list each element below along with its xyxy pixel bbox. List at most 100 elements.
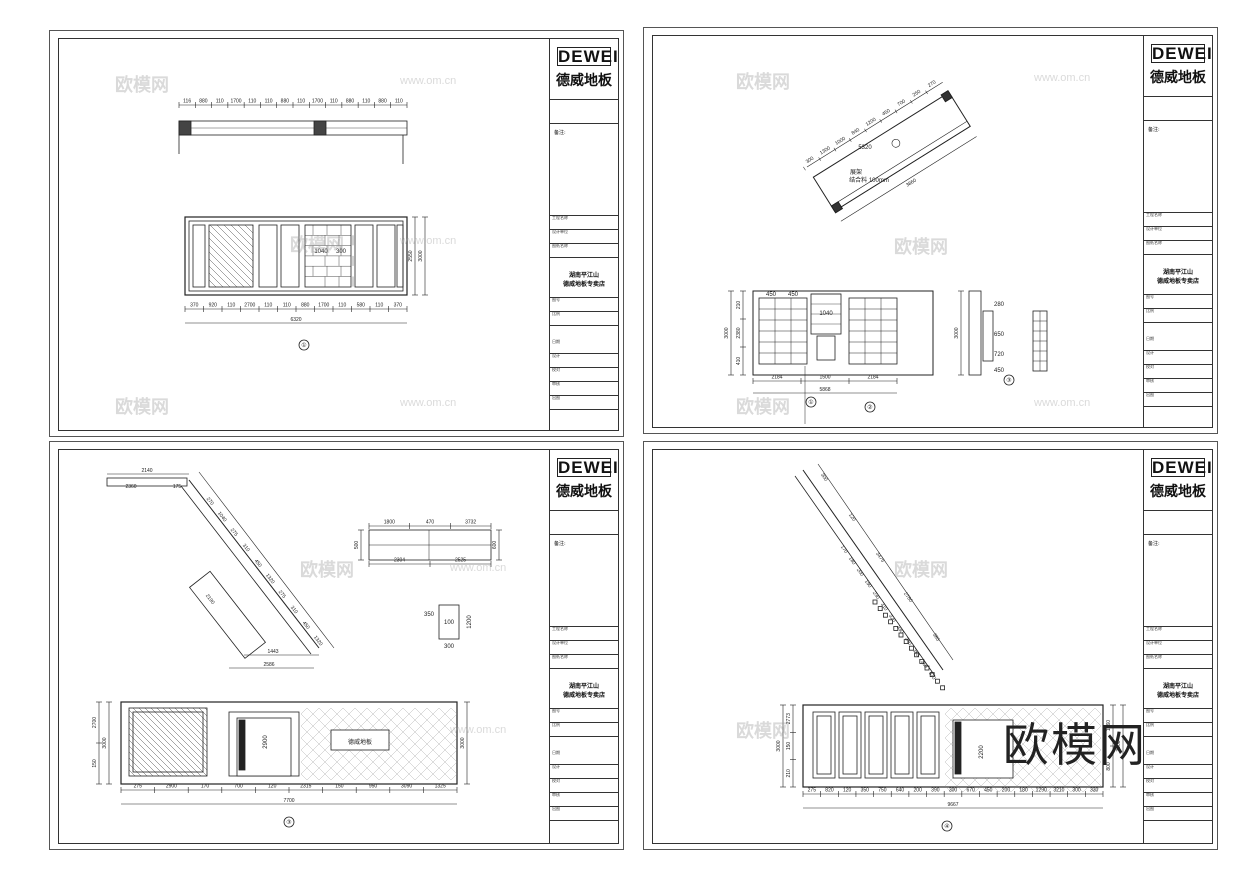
diag-dim-label: 2780 — [902, 591, 913, 604]
tile-pattern — [300, 731, 314, 745]
watermark-cn: 欧模网 — [736, 72, 790, 93]
elev-height-right-label: 3000 — [1116, 740, 1122, 751]
tb-row-6: 日期 — [1144, 750, 1212, 765]
diag-cabinet-cell — [929, 672, 935, 678]
tile-pattern — [432, 755, 446, 769]
elev-height-label: 3000 — [776, 740, 782, 751]
glass-door-panel — [916, 711, 940, 779]
diagonal-wall-outer — [802, 469, 944, 671]
tile-pattern — [372, 755, 386, 769]
diag-dim-label: 450 — [301, 620, 311, 630]
plan-column-a — [830, 201, 844, 214]
diag-dim-label: 120 — [847, 512, 857, 522]
tb-row-10: 出图 — [550, 806, 618, 821]
wood-panel-hatch — [192, 707, 208, 723]
elev-total-label: 7700 — [283, 798, 294, 804]
wood-panel-hatch — [138, 707, 208, 777]
panel-wood-1-hatch — [244, 224, 254, 234]
logo-en: DEWEI — [557, 47, 619, 66]
bottom-dim-row-label: 110 — [338, 303, 346, 309]
tb-row-9: 审核 — [550, 792, 618, 807]
plan-and-elevation-drawing-2: 30013001000840120045070025027038605320展架… — [724, 79, 1048, 424]
bottom-dim-row-label: 880 — [301, 303, 310, 309]
wood-panel-hatch — [128, 721, 184, 777]
wood-panel-hatch — [132, 707, 202, 777]
panel-wood-1-hatch — [208, 244, 252, 288]
watermark-cn: 欧模网 — [300, 560, 354, 581]
project-name: 湖南平江山 德威地板专卖店 — [552, 271, 616, 289]
elev-bottom-dims-label: 700 — [234, 784, 243, 790]
wood-panel-hatch — [186, 707, 208, 729]
title-block: DEWEI 德威地板 备注: 工程名称 设计单位 图纸名称 湖南平江山 德威地板… — [1143, 450, 1212, 843]
elev-bottom-dims-label: 180 — [1019, 788, 1028, 794]
plan-dim-label: 840 — [851, 127, 861, 137]
logo-en: DEWEI — [1151, 44, 1213, 63]
wood-panel-hatch — [128, 739, 166, 777]
glass-door-panel — [838, 711, 862, 779]
tile-pattern — [336, 767, 350, 781]
glass-door-inner — [920, 715, 936, 775]
project-name: 湖南平江山 德威地板专卖店 — [1146, 268, 1210, 286]
side-wall — [968, 290, 982, 376]
tile-pattern — [432, 719, 446, 733]
top-dim-row-label: 110 — [395, 99, 403, 105]
diag-cabinet-cell — [893, 625, 899, 631]
tile-pattern — [1088, 707, 1102, 721]
logo-en: DEWEI — [557, 458, 619, 477]
logo-en: DEWEI — [1151, 458, 1213, 477]
diag-small-label: 320 — [887, 613, 897, 623]
tile-pattern — [372, 707, 386, 721]
door-leaf — [238, 719, 246, 771]
diag-dim-label: 3475 — [874, 551, 885, 564]
elev-bottom-dims-label: 3090 — [401, 784, 412, 790]
tb-row-2: 设计单位 — [550, 640, 618, 655]
elev-height-parts-label: 2380 — [736, 327, 742, 338]
project-line-1: 湖南平江山 — [568, 272, 599, 279]
watermark-url-2: www.om.cn — [450, 724, 507, 736]
glass-door-inner — [894, 715, 910, 775]
diag-cabinet-cell — [919, 658, 925, 664]
tb-row-8: 校对 — [1144, 778, 1212, 793]
wood-panel-hatch — [128, 727, 178, 777]
diag-small-label: 330 — [895, 625, 905, 635]
wood-panel-hatch — [144, 707, 208, 771]
brand-logo: DEWEI 德威地板 — [1144, 36, 1212, 97]
tile-pattern — [300, 707, 314, 721]
tb-notes-block — [1144, 120, 1212, 213]
panel-wood-1-hatch — [251, 224, 254, 227]
tile-pattern — [396, 755, 410, 769]
view-callout — [298, 339, 310, 351]
watermark-cn-2: 欧模网 — [290, 235, 344, 256]
tb-row-1: 工程名称 — [550, 215, 618, 230]
project-line-1: 湖南平江山 — [1162, 683, 1193, 690]
elevation-outline — [752, 290, 934, 376]
tile-pattern — [300, 743, 314, 757]
tile-pattern — [324, 767, 338, 781]
tb-row-5: 比例 — [550, 311, 618, 326]
dim-label: 2190 — [204, 593, 216, 606]
elev-bottom-dims-label: 150 — [335, 784, 344, 790]
tile-pattern — [348, 707, 362, 721]
tb-row-6: 日期 — [550, 750, 618, 765]
glass-door-inner — [868, 715, 884, 775]
panel-wood-1-hatch — [208, 251, 245, 288]
diagonal-wall-inner — [180, 485, 312, 655]
tile-pattern — [420, 719, 434, 733]
top-dim-row-label: 110 — [248, 99, 256, 105]
view-callout-label: ④ — [944, 823, 949, 830]
plan-dim-label: 270 — [927, 79, 937, 89]
bottom-dim-row-label: 110 — [375, 303, 383, 309]
plan-dim-label: 1200 — [865, 117, 878, 128]
tile-pattern — [384, 707, 398, 721]
tile-pattern — [300, 767, 314, 781]
wood-panel-inner — [132, 711, 204, 773]
tile-pattern — [396, 743, 410, 757]
project-line-1: 湖南平江山 — [1162, 269, 1193, 276]
tb-row-8: 校对 — [550, 778, 618, 793]
tile-pattern — [372, 767, 386, 781]
tb-row-2: 设计单位 — [1144, 226, 1212, 241]
project-line-2: 德威地板专卖店 — [1156, 692, 1199, 699]
tb-row-7: 设计 — [1144, 764, 1212, 779]
